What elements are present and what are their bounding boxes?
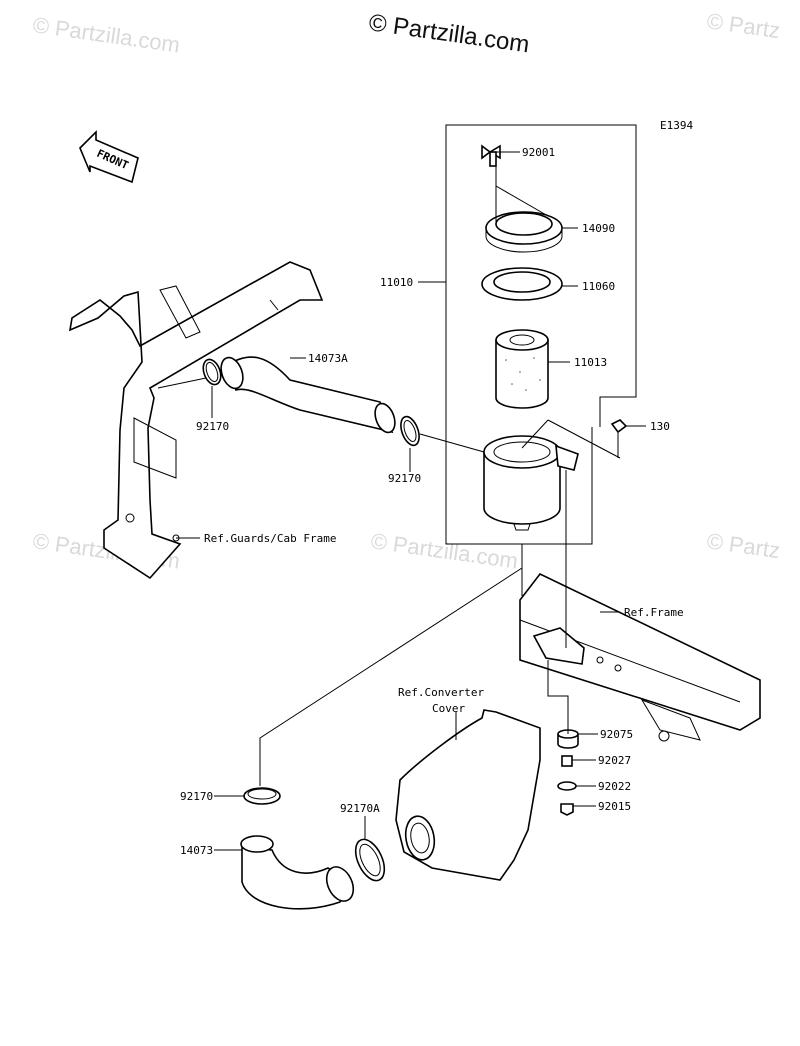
air-cleaner-bracket — [418, 124, 637, 545]
intake-duct-14073A — [220, 356, 396, 434]
callout-92170A: 92170A — [340, 802, 380, 815]
callout-ref-frame: Ref.Frame — [624, 606, 684, 619]
watermark-main: © Partzilla.com — [367, 9, 531, 58]
callout-92022: 92022 — [598, 780, 631, 793]
intake-duct-14073 — [240, 835, 355, 910]
callout-92170-left: 92170 — [196, 420, 229, 433]
bolt-130 — [610, 419, 628, 434]
callout-ref-converter-cover: Cover — [432, 702, 465, 715]
callout-92075: 92075 — [600, 728, 633, 741]
cover-14090 — [485, 211, 563, 253]
watermark-ghost-top-right: © Partz — [705, 8, 781, 43]
converter-cover — [395, 709, 541, 881]
hose-clamp-92170-center — [400, 415, 420, 447]
collar-92027 — [561, 755, 573, 767]
plate-11060 — [481, 267, 563, 301]
callout-92015: 92015 — [598, 800, 631, 813]
callout-130: 130 — [650, 420, 670, 433]
callout-ref-converter: Ref.Converter — [398, 686, 484, 699]
hose-clamp-92170-left — [202, 358, 222, 386]
filter-element-11013 — [495, 329, 549, 409]
washer-92022 — [557, 781, 577, 791]
callout-14073A: 14073A — [308, 352, 348, 365]
wing-bolt-92001 — [481, 144, 501, 167]
callout-92001: 92001 — [522, 146, 555, 159]
watermark-ghost-mid-center: © Partzilla.com — [369, 528, 519, 573]
watermark-ghost-mid-right: © Partz — [705, 528, 781, 563]
diagram-code: E1394 — [660, 119, 693, 132]
callout-92170-center: 92170 — [388, 472, 421, 485]
hose-clamp-92170-bottom — [243, 787, 281, 805]
front-arrow-icon: FRONT — [79, 130, 139, 184]
hose-clamp-92170A — [354, 838, 386, 882]
leader-lines — [157, 151, 646, 851]
callout-11013: 11013 — [574, 356, 607, 369]
callout-92027: 92027 — [598, 754, 631, 767]
air-cleaner-housing — [483, 435, 579, 531]
ref-frame — [519, 572, 761, 742]
guards-cab-frame — [68, 261, 324, 580]
callout-11060: 11060 — [582, 280, 615, 293]
watermark-ghost-top-left: © Partzilla.com — [31, 12, 181, 57]
callout-ref-guards: Ref.Guards/Cab Frame — [204, 532, 336, 545]
callout-11010: 11010 — [380, 276, 413, 289]
callout-14073: 14073 — [180, 844, 213, 857]
callout-14090: 14090 — [582, 222, 615, 235]
callout-92170-bottom: 92170 — [180, 790, 213, 803]
nut-92015 — [560, 803, 574, 816]
